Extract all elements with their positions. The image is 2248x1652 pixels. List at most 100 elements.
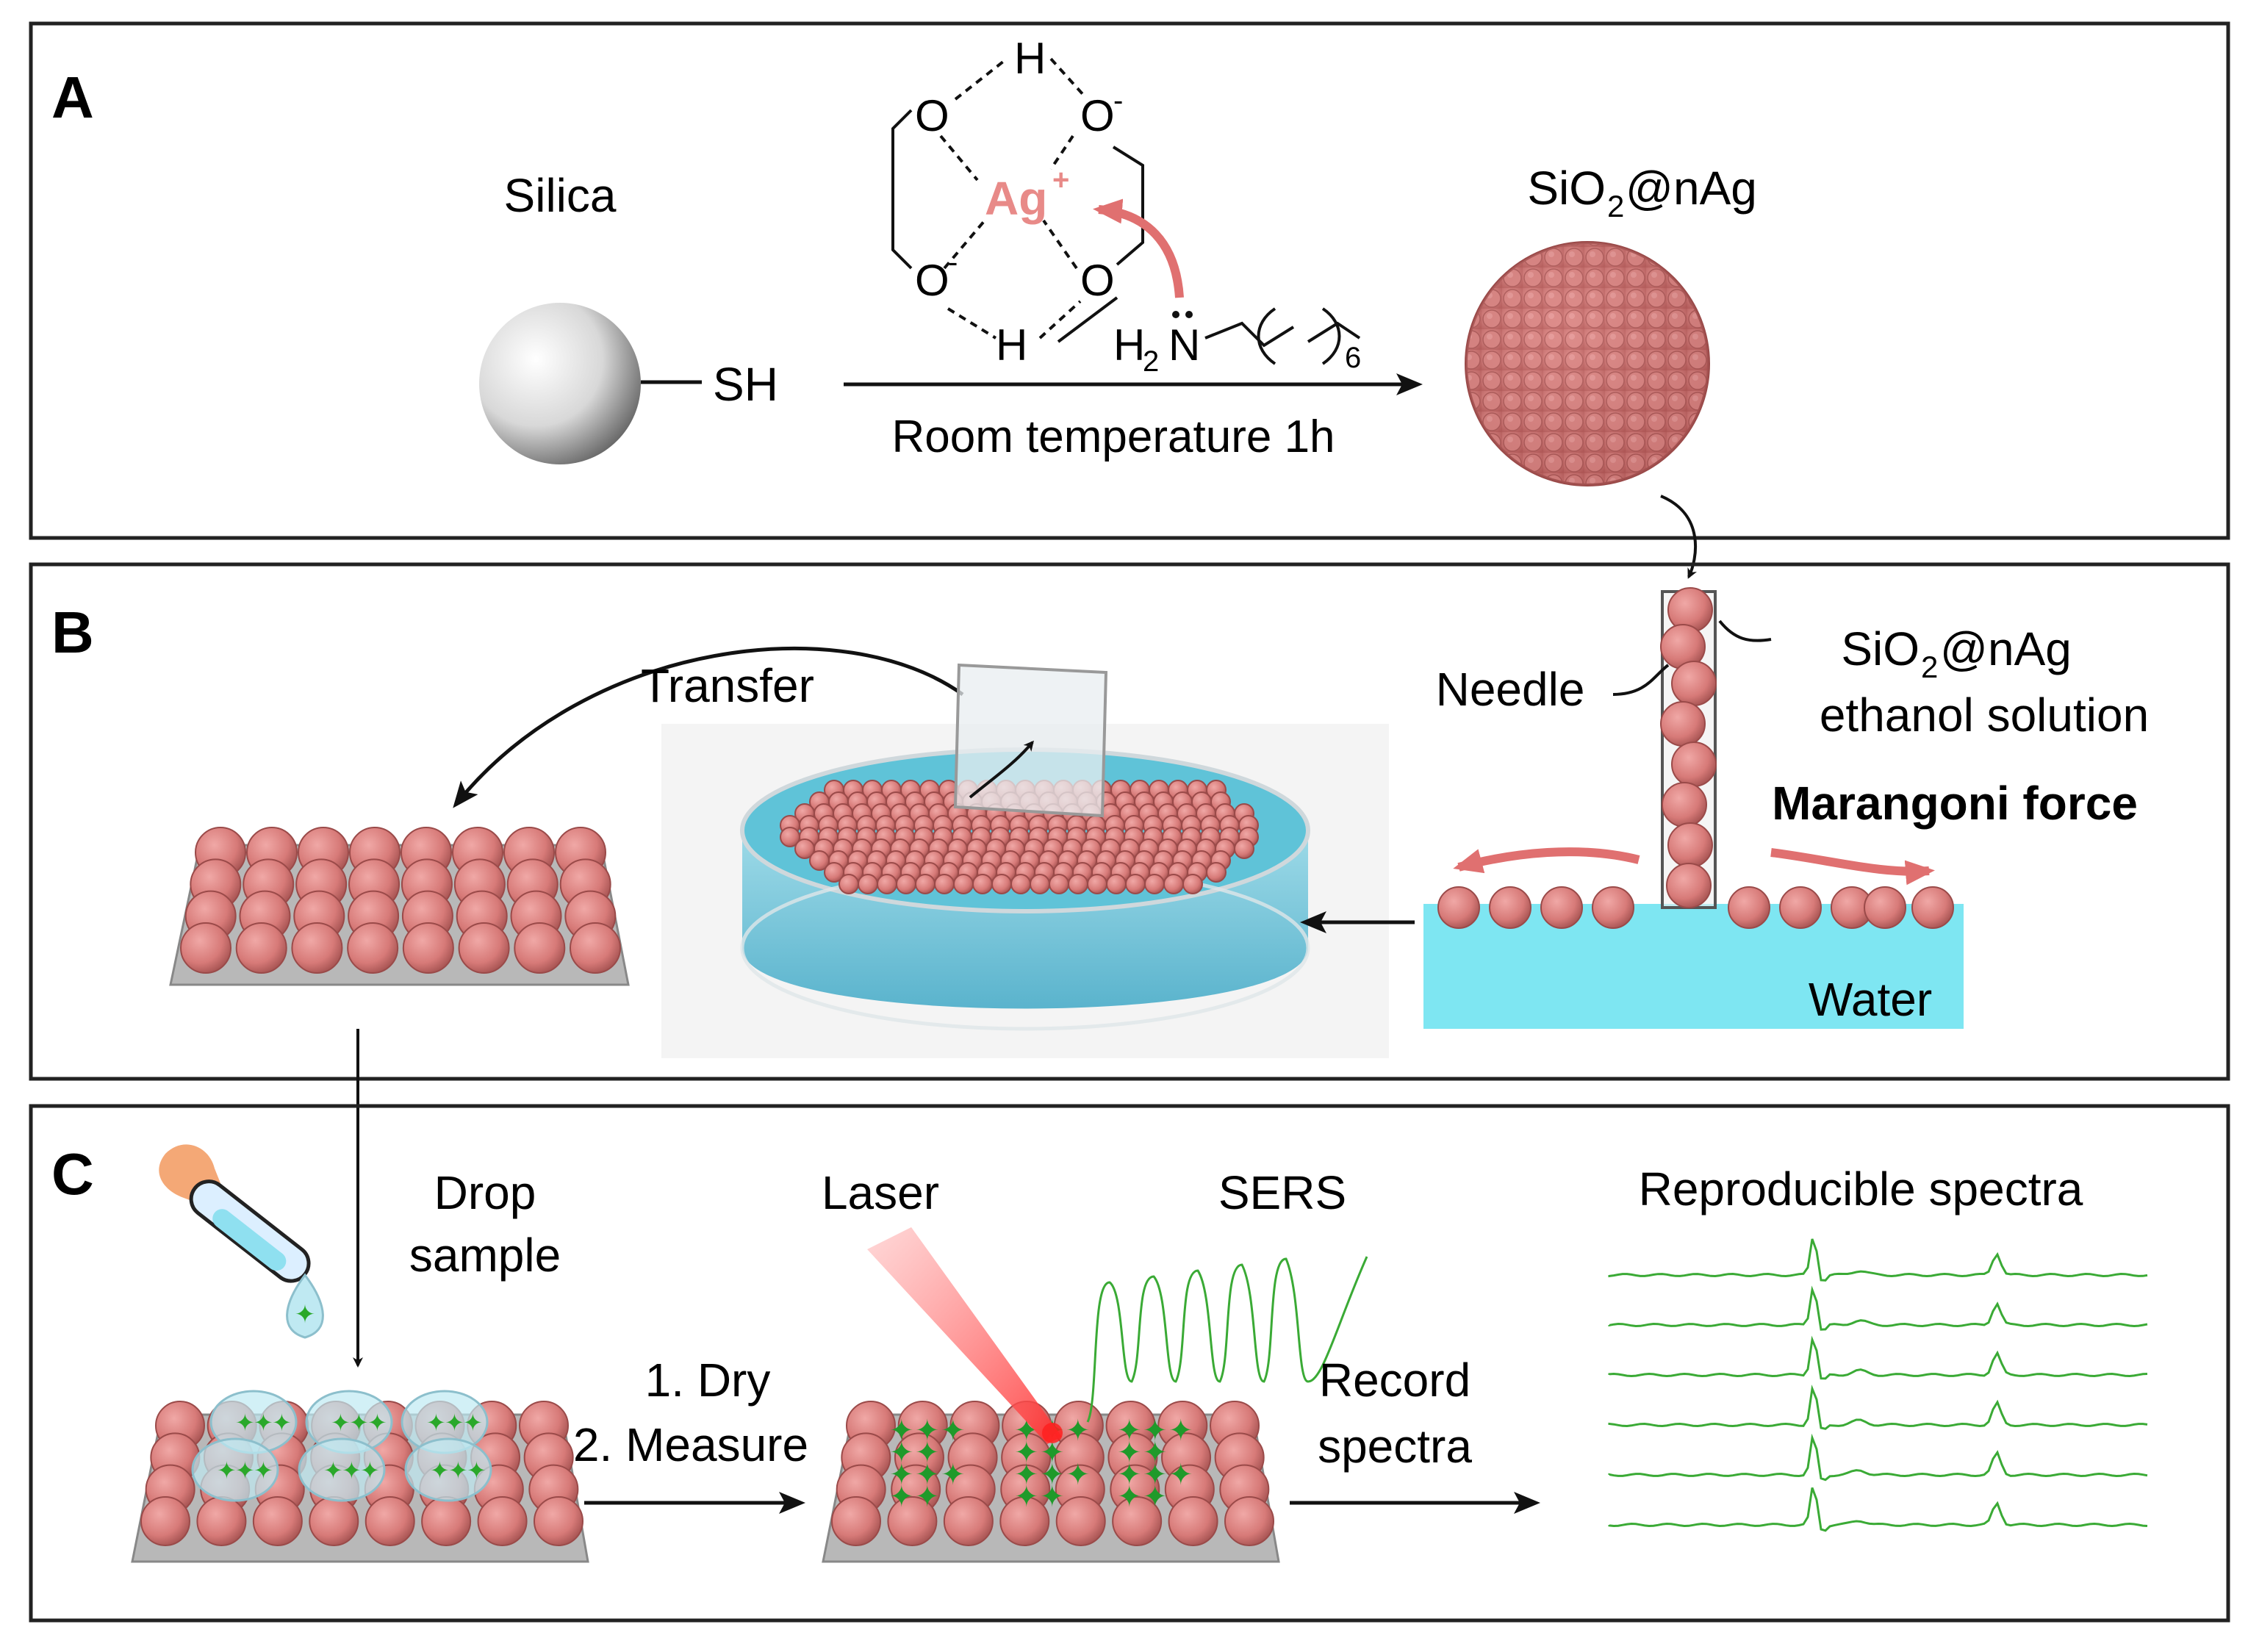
analyte-star: ✦ [1117,1481,1142,1513]
analyte-star: ✦ [889,1481,914,1513]
sample-drop [191,1437,279,1502]
panel-a-border [29,21,2230,540]
a-to-b-arrow [1660,495,1698,579]
coated-substrate [169,827,630,986]
sample-drop [404,1437,492,1502]
silver-bead [1437,886,1480,929]
analyte-star: ✦ [448,1457,468,1484]
silver-bead [1779,886,1822,929]
o-top-left: O [915,91,949,140]
product-label-post: @nAg [1626,162,1757,215]
silver-bead [1087,874,1107,894]
sers-signal-wave [1086,1256,1368,1423]
amine-h: H [1113,320,1145,370]
analyte-star: ✦ [1143,1481,1168,1513]
analyte-star: ✦ [272,1409,292,1436]
analyte-star: ✦ [1168,1459,1193,1491]
silver-bead [514,922,566,974]
panel-b: B Transfer Water Needle [29,562,2230,1081]
ag-charge: + [1052,164,1069,196]
silver-bead [291,922,343,974]
silver-bead [1112,1496,1163,1546]
dropper-icon [159,1144,311,1283]
silver-bead [180,922,231,974]
measured-substrate: ✦✦✦✦✦✦✦✦✦✦✦✦✦✦✦✦✦✦✦✦✦✦✦✦✦✦✦✦✦✦ [822,1401,1280,1563]
spectrum-trace [1608,1285,2148,1331]
drop-label-line2: sample [409,1229,561,1282]
analyte-star: ✦ [430,1457,450,1484]
amine-n: N [1168,320,1200,370]
panel-c-border [29,1104,2230,1623]
marangoni-arrow-right [1770,848,1935,886]
analyte-star: ✦ [235,1457,255,1484]
silver-bead [458,922,510,974]
chain-subscript: 6 [1345,342,1361,374]
panel-c-label: C [51,1141,94,1207]
analyte-star: ✦ [1143,1415,1168,1447]
analyte-star: ✦ [323,1457,343,1484]
product-label-pre: SiO [1527,162,1606,215]
needle-label: Needle [1436,663,1585,716]
silver-bead [1224,1496,1274,1546]
o-bottom-left-charge: - [948,246,958,279]
silver-bead [1662,782,1707,827]
spectrum-trace [1608,1487,2148,1532]
silver-bead [1182,874,1203,894]
silver-bead [1671,661,1717,706]
analyte-star: ✦ [1117,1415,1142,1447]
silver-bead [896,874,916,894]
silver-bead [1864,886,1906,929]
silver-bead [838,874,859,894]
solution-label-post: @nAg [1940,622,2072,675]
silver-bead [1010,874,1031,894]
panel-a: A Silica SH Room temperature 1h H O O - … [29,21,2230,540]
coordination-arrow [1093,198,1184,298]
silver-bead [991,874,1012,894]
silver-bead [309,1496,359,1546]
silver-bead [1660,701,1706,747]
h-bottom: H [996,320,1027,370]
spectra-stack [1608,1238,2148,1532]
analyte-star: ✦ [331,1409,351,1436]
sample-droplet: ✦ [286,1273,324,1339]
analyte-star: ✦ [217,1457,237,1484]
silver-bead [1106,874,1127,894]
svg-text:✦: ✦ [295,1301,316,1329]
transfer-label: Transfer [641,659,814,712]
thiol-label: SH [713,358,778,411]
silver-bead [534,1496,583,1546]
solution-label-sub: 2 [1921,650,1938,684]
amine-h-sub: 2 [1143,345,1159,378]
analyte-star: ✦ [915,1459,940,1491]
analyte-star: ✦ [889,1415,914,1447]
panel-a-label: A [51,65,94,130]
silver-bead [831,1496,881,1546]
sample-drop [298,1437,386,1502]
analyte-star: ✦ [367,1409,387,1436]
analyte-star: ✦ [1040,1481,1065,1513]
silver-bead [858,874,878,894]
analyte-star: ✦ [1143,1437,1168,1469]
silver-bead [1667,822,1713,868]
analyte-star: ✦ [915,1437,940,1469]
silver-bead [953,874,974,894]
analyte-star: ✦ [426,1409,446,1436]
ag-ion: Ag [985,172,1047,225]
silver-bead [1144,874,1165,894]
silver-bead [1592,886,1634,929]
silver-bead [943,1496,994,1546]
spectra-title: Reproducible spectra [1639,1163,2083,1215]
silver-bead [1068,874,1088,894]
silver-bead [1540,886,1583,929]
analyte-star: ✦ [1143,1459,1168,1491]
silver-bead [1728,886,1770,929]
spectrum-trace [1608,1385,2148,1430]
analyte-star: ✦ [463,1409,483,1436]
silver-bead [1049,874,1069,894]
product-label-sub: 2 [1607,189,1624,223]
silver-bead [235,922,287,974]
analyte-star: ✦ [1014,1481,1039,1513]
silica-sphere [479,303,641,464]
analyte-star: ✦ [889,1459,914,1491]
